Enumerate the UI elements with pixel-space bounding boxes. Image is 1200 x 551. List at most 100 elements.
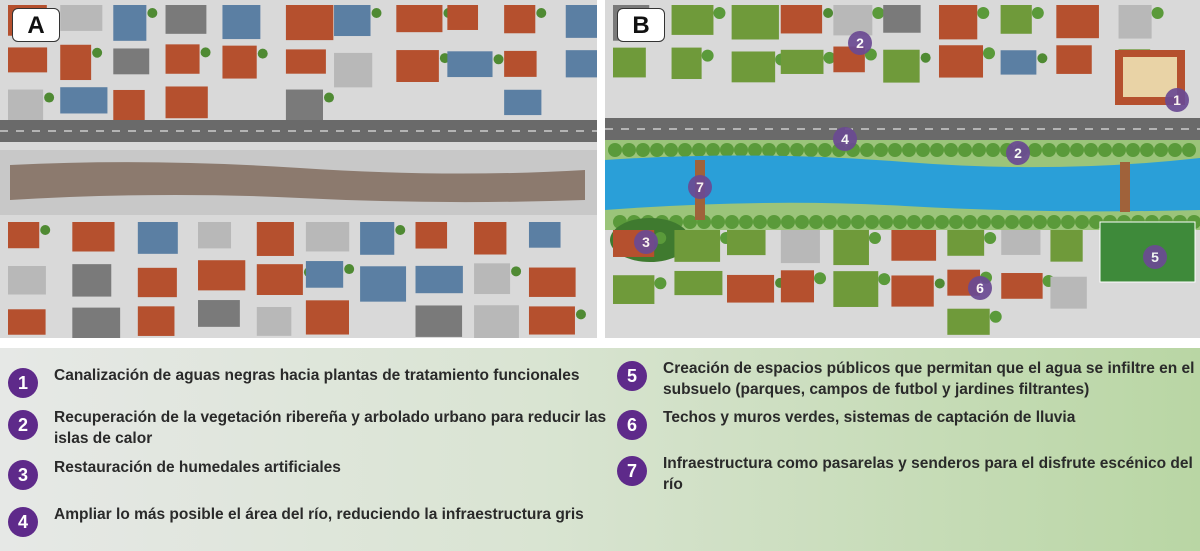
building (447, 5, 479, 30)
tree (781, 215, 795, 229)
tree (818, 143, 832, 157)
building (674, 230, 721, 262)
building (833, 271, 879, 307)
building (780, 5, 823, 34)
tree (608, 143, 622, 157)
tree (1140, 143, 1154, 157)
legend-number: 6 (617, 410, 647, 440)
building (565, 50, 597, 78)
building (674, 270, 723, 296)
tree (984, 232, 997, 244)
tree (1033, 215, 1047, 229)
building (256, 222, 294, 256)
tree (257, 48, 268, 59)
building (731, 51, 776, 83)
building (396, 5, 443, 33)
legend-text: Canalización de aguas negras hacia plant… (54, 367, 580, 384)
tree (753, 215, 767, 229)
building (360, 222, 395, 255)
marker-3: 3 (634, 230, 658, 254)
panel-a-current-scenario: A (0, 0, 597, 338)
marker-7: 7 (688, 175, 712, 199)
building (198, 300, 240, 327)
tree (823, 51, 836, 64)
tree (706, 143, 720, 157)
building (1118, 5, 1152, 39)
tree (622, 143, 636, 157)
building (222, 45, 257, 79)
building (165, 5, 207, 34)
marker-4: 4 (833, 127, 857, 151)
building (504, 89, 542, 116)
building (222, 5, 261, 40)
tree (371, 8, 382, 18)
tree (874, 143, 888, 157)
tree (200, 47, 211, 58)
building (883, 49, 920, 83)
tree (986, 143, 1000, 157)
building (1001, 230, 1041, 255)
building (198, 222, 232, 249)
tree (776, 143, 790, 157)
tree (795, 215, 809, 229)
building (1050, 230, 1083, 262)
tree (1042, 143, 1056, 157)
building (671, 47, 702, 80)
marker-2: 2 (848, 31, 872, 55)
tree (935, 215, 949, 229)
building (256, 307, 292, 336)
building (415, 222, 448, 249)
tree (1075, 215, 1089, 229)
building (726, 230, 766, 256)
building (60, 5, 103, 31)
tree (44, 92, 55, 103)
building (8, 47, 48, 73)
tree (823, 8, 834, 18)
building (60, 87, 108, 114)
tree (664, 143, 678, 157)
legend-number: 3 (8, 460, 38, 490)
tree (949, 215, 963, 229)
building (833, 5, 873, 36)
building (334, 5, 371, 37)
building (198, 260, 246, 291)
building (113, 89, 145, 126)
building (780, 270, 815, 303)
legend-text: Restauración de humedales artificiales (54, 459, 341, 476)
building (60, 44, 92, 81)
road (605, 118, 1200, 140)
building (8, 309, 46, 335)
building (305, 222, 350, 252)
tree (683, 215, 697, 229)
building (613, 275, 655, 304)
footbridge (1120, 162, 1130, 212)
panel-b-proposed-scenario: B 1 2 2 4 7 3 5 6 (605, 0, 1200, 338)
tree (872, 7, 885, 19)
building (305, 261, 344, 288)
tree (636, 143, 650, 157)
building (285, 5, 334, 41)
panel-b-label: B (617, 8, 665, 42)
tree (790, 143, 804, 157)
tree (809, 215, 823, 229)
tree (814, 272, 827, 285)
tree (1084, 143, 1098, 157)
tree (1112, 143, 1126, 157)
legend-text: Ampliar lo más posible el área del río, … (54, 506, 584, 523)
tree (536, 8, 547, 18)
tree (762, 143, 776, 157)
tree (1151, 7, 1164, 19)
tree (767, 215, 781, 229)
tree (868, 232, 881, 244)
tree (860, 143, 874, 157)
tree (1168, 143, 1182, 157)
marker-5: 5 (1143, 245, 1167, 269)
tree (921, 215, 935, 229)
tree (878, 273, 891, 286)
tree (720, 143, 734, 157)
